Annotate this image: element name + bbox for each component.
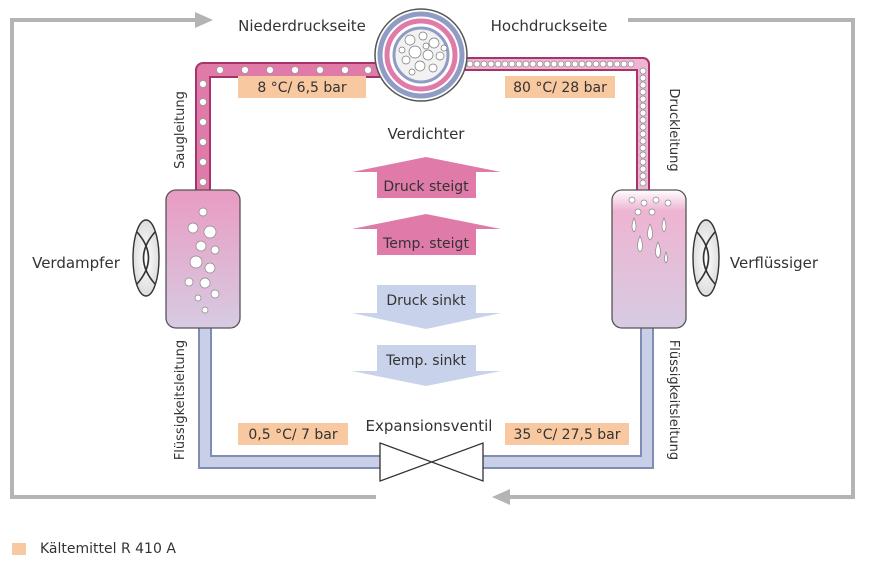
arrow-druck-steigt: Druck steigt bbox=[352, 157, 501, 198]
discharge-line bbox=[465, 57, 650, 192]
label-verdampfer: Verdampfer bbox=[32, 254, 121, 272]
label-verfluessiger: Verflüssiger bbox=[730, 254, 819, 272]
label-niederdruckseite: Niederdruckseite bbox=[238, 17, 366, 35]
svg-text:0,5 °C/ 7 bar: 0,5 °C/ 7 bar bbox=[248, 427, 337, 443]
condenser-fan-icon bbox=[692, 219, 720, 297]
legend-swatch bbox=[12, 543, 26, 555]
suction-line bbox=[195, 62, 380, 192]
label-expansionsventil: Expansionsventil bbox=[366, 417, 493, 435]
label-saugleitung: Saugleitung bbox=[173, 91, 188, 169]
legend: Kältemittel R 410 A bbox=[12, 541, 176, 557]
arrow-temp-sinkt: Temp. sinkt bbox=[352, 345, 501, 386]
arrowhead-right-icon bbox=[195, 12, 213, 28]
svg-text:Temp. sinkt: Temp. sinkt bbox=[385, 353, 466, 369]
outer-cycle-arrows bbox=[10, 12, 855, 505]
svg-text:Druck sinkt: Druck sinkt bbox=[386, 293, 466, 309]
svg-text:Druck steigt: Druck steigt bbox=[383, 179, 469, 195]
evaporator-icon bbox=[165, 189, 241, 329]
liquid-line bbox=[198, 328, 654, 469]
badge-discharge: 80 °C/ 28 bar bbox=[505, 76, 615, 98]
badge-suction: 8 °C/ 6,5 bar bbox=[238, 76, 366, 98]
legend-label: Kältemittel R 410 A bbox=[40, 541, 176, 557]
svg-text:Temp. steigt: Temp. steigt bbox=[382, 236, 469, 252]
arrow-temp-steigt: Temp. steigt bbox=[352, 214, 501, 255]
label-druckleitung: Druckleitung bbox=[666, 88, 681, 171]
badge-liquid-high: 35 °C/ 27,5 bar bbox=[505, 423, 629, 445]
label-hochdruckseite: Hochdruckseite bbox=[491, 17, 608, 35]
condenser-icon bbox=[611, 189, 687, 329]
label-fluessigkeitsleitung-left: Flüssigkeitsleitung bbox=[173, 340, 188, 460]
arrowhead-left-icon bbox=[492, 489, 510, 505]
svg-text:8 °C/ 6,5 bar: 8 °C/ 6,5 bar bbox=[257, 80, 346, 96]
compressor-icon bbox=[374, 8, 468, 102]
svg-text:80 °C/ 28 bar: 80 °C/ 28 bar bbox=[513, 80, 607, 96]
expansion-valve-icon bbox=[379, 442, 484, 482]
badge-liquid-low: 0,5 °C/ 7 bar bbox=[238, 423, 348, 445]
label-fluessigkeitsleitung-right: Flüssigkeitsleitung bbox=[666, 340, 681, 460]
evaporator-fan-icon bbox=[132, 219, 160, 297]
svg-text:35 °C/ 27,5 bar: 35 °C/ 27,5 bar bbox=[513, 427, 620, 443]
label-verdichter: Verdichter bbox=[388, 125, 466, 143]
arrow-druck-sinkt: Druck sinkt bbox=[352, 285, 501, 329]
